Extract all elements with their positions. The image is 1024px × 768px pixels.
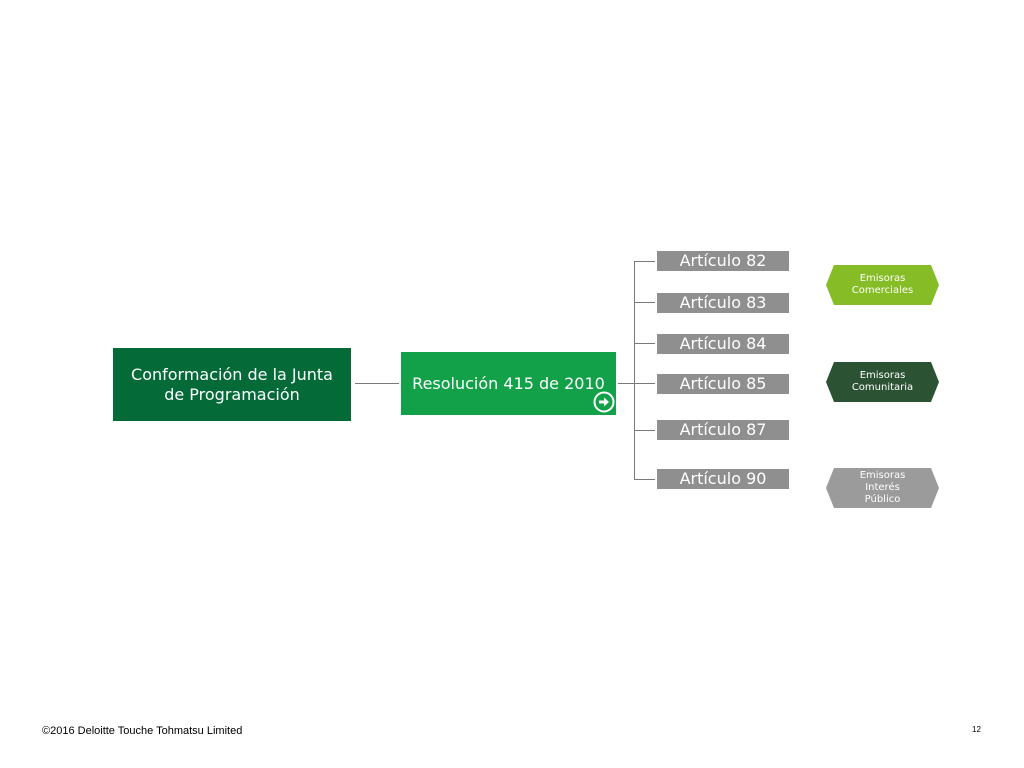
articulo-84-box[interactable]: Artículo 84 <box>657 334 789 354</box>
connector-resolution-to-tree <box>618 383 634 384</box>
articulo-90-box[interactable]: Artículo 90 <box>657 469 789 489</box>
resolucion-box[interactable]: Resolución 415 de 2010 <box>401 352 616 415</box>
connector-branch-87 <box>634 430 655 431</box>
articulo-84-label: Artículo 84 <box>679 334 767 353</box>
connector-tree-vertical <box>634 261 635 480</box>
emisoras-interes-publico-hexagon[interactable]: Emisoras Interés Público <box>826 468 939 508</box>
articulo-82-box[interactable]: Artículo 82 <box>657 251 789 271</box>
connector-main-to-resolution <box>355 383 399 384</box>
resolucion-label: Resolución 415 de 2010 <box>412 373 605 393</box>
connector-branch-90 <box>634 479 655 480</box>
junta-programacion-box: Conformación de la Junta de Programación <box>113 348 351 421</box>
emisoras-comerciales-label: Emisoras Comerciales <box>851 273 914 296</box>
emisoras-comerciales-hexagon[interactable]: Emisoras Comerciales <box>826 265 939 305</box>
articulo-87-label: Artículo 87 <box>679 420 767 439</box>
connector-branch-85 <box>634 383 655 384</box>
articulo-83-box[interactable]: Artículo 83 <box>657 293 789 313</box>
page-number: 12 <box>972 725 981 734</box>
emisoras-comunitaria-hexagon[interactable]: Emisoras Comunitaria <box>826 362 939 402</box>
articulo-87-box[interactable]: Artículo 87 <box>657 420 789 440</box>
emisoras-comunitaria-label: Emisoras Comunitaria <box>851 370 914 393</box>
copyright-text: ©2016 Deloitte Touche Tohmatsu Limited <box>42 725 243 737</box>
connector-branch-84 <box>634 343 655 344</box>
junta-programacion-label: Conformación de la Junta de Programación <box>131 364 333 404</box>
emisoras-interes-publico-label: Emisoras Interés Público <box>859 470 906 505</box>
articulo-83-label: Artículo 83 <box>679 293 767 312</box>
articulo-82-label: Artículo 82 <box>679 251 767 270</box>
articulo-85-box[interactable]: Artículo 85 <box>657 374 789 394</box>
connector-branch-83 <box>634 302 655 303</box>
articulo-90-label: Artículo 90 <box>679 469 767 488</box>
connector-branch-82 <box>634 261 655 262</box>
arrow-right-circle-icon[interactable] <box>593 391 615 413</box>
articulo-85-label: Artículo 85 <box>679 374 767 393</box>
